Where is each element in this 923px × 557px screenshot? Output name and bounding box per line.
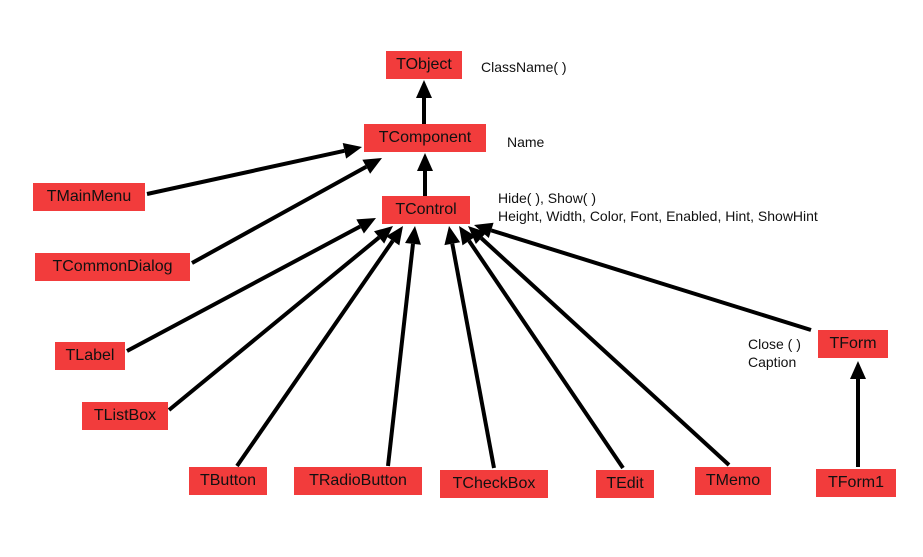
node-tcommondialog: TCommonDialog [35,253,190,281]
arrow-shaft [386,243,415,467]
node-tmainmenu: TMainMenu [33,183,145,211]
arrow-head [356,218,376,234]
note-tform-caption: Caption [748,354,797,370]
arrow-head [362,158,382,174]
arrow-head [416,80,432,98]
arrow-tmemo-to-tcontrol [468,226,731,467]
arrow-head [374,226,393,244]
arrow-tmainmenu-to-tcomponent [146,143,362,196]
arrow-tradiobutton-to-tcontrol [386,226,421,467]
node-tmemo: TMemo [695,467,771,495]
edge-layer [126,80,866,470]
node-tform1: TForm1 [816,469,896,497]
node-tedit: TEdit [596,470,654,498]
arrow-tlistbox-to-tcontrol [167,226,393,412]
node-tform: TForm [818,330,888,358]
node-tcheckbox: TCheckBox [440,470,548,498]
arrow-shaft [167,235,381,412]
node-tcontrol: TControl [382,196,470,224]
arrow-tcommondialog-to-tcomponent [191,158,382,265]
note-tcontrol-methods: Hide( ), Show( ) [498,190,597,206]
arrow-shaft [191,164,368,265]
arrow-tform-to-tcontrol [474,222,812,332]
arrow-head [474,222,494,238]
arrow-tcontrol-to-tcomponent [417,153,433,196]
arrow-tcheckbox-to-tcontrol [444,226,496,469]
node-tlistbox: TListBox [82,402,168,430]
arrow-head [850,361,866,379]
arrow-head [468,226,487,245]
note-tcomponent-name: Name [507,134,545,150]
note-tform-close: Close ( ) [748,336,801,352]
arrow-shaft [235,239,395,468]
arrow-shaft [490,228,812,332]
node-tbutton: TButton [189,467,267,495]
arrow-shaft [450,243,496,469]
note-tcontrol-properties: Height, Width, Color, Font, Enabled, Hin… [498,208,818,224]
arrow-tlabel-to-tcontrol [126,218,376,353]
arrow-head [342,143,362,159]
arrow-tbutton-to-tcontrol [235,226,403,468]
node-tcomponent: TComponent [364,124,486,152]
node-tlabel: TLabel [55,342,125,370]
arrow-tcomponent-to-tobject [416,80,432,124]
note-tobject-classname: ClassName( ) [481,59,567,75]
arrow-head [386,226,403,246]
arrow-head [459,226,476,246]
arrow-shaft [126,224,362,353]
arrow-shaft [479,236,731,467]
arrow-shaft [146,148,345,196]
arrow-head [405,226,421,245]
arrow-tform1-to-tform [850,361,866,467]
arrow-head [417,153,433,171]
node-tradiobutton: TRadioButton [294,467,422,495]
arrow-shaft [467,239,625,470]
arrow-tedit-to-tcontrol [459,226,625,470]
arrow-head [444,226,461,246]
node-tobject: TObject [386,51,462,79]
